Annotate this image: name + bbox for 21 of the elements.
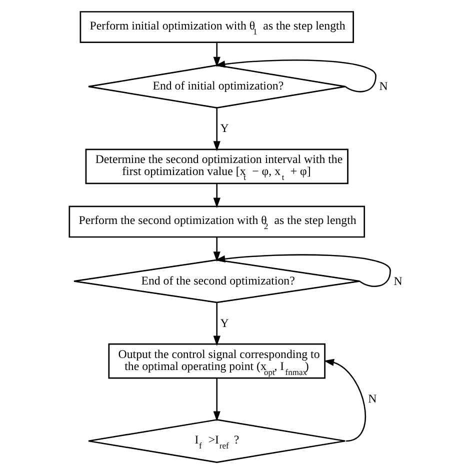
node-diamond: End of initial optimization? [87,64,346,108]
node-box: Perform initial optimization with θ$_{1}$ as the step length [79,11,354,44]
node-box: Output the control signal corresponding to the optimal operating point (x$_{opt}$, I$_{fnmax}$) [108,343,325,379]
arrow [212,184,220,208]
arrow [323,358,366,442]
arrow [212,42,220,68]
node-box: Determine the second optimization interval with the first optimization value [x$_{t}$ − φ, x$_{t}$ + φ] [84,148,348,184]
edge-label: Y [220,121,228,136]
arrow [214,60,376,92]
edge-label: N [378,79,388,94]
arrow [212,108,220,152]
edge-label: N [368,391,376,406]
arrow [212,378,220,422]
edge-label: Y [220,316,228,330]
arrow [212,302,220,346]
node-diamond: I$_{f}$ >I$_{ref}$ ? [87,419,346,463]
node-diamond: End of the second optimization? [72,259,360,304]
arrow [214,254,390,287]
edge-label: N [393,274,402,288]
arrow [212,237,220,262]
node-box: Perform the second optimization with θ$_{2}$ as the step length [68,206,365,238]
